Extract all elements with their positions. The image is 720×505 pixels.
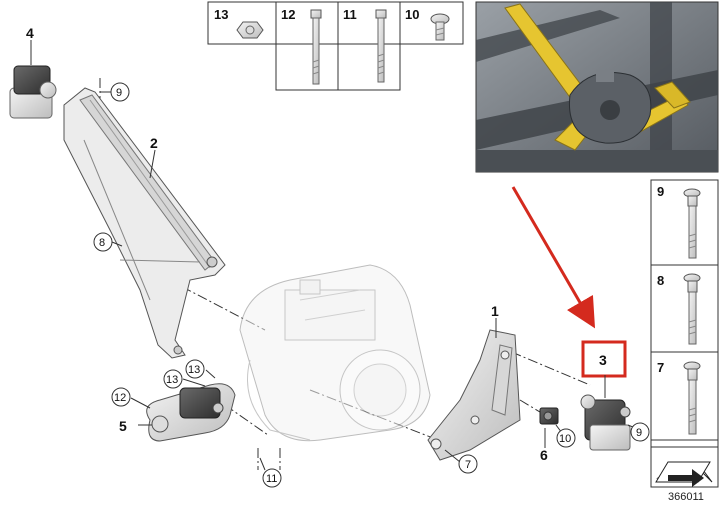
callout-8: 8 xyxy=(93,232,113,252)
side-label-9: 9 xyxy=(657,184,664,199)
callout-9-right: 9 xyxy=(630,422,650,442)
side-label-8: 8 xyxy=(657,273,664,288)
gearbox-mount-part-3 xyxy=(580,394,631,451)
flange-bolt-8-icon xyxy=(683,273,701,345)
header-label-12: 12 xyxy=(281,7,295,22)
header-label-10: 10 xyxy=(405,7,419,22)
location-arrow xyxy=(511,186,596,329)
callout-7-bottom: 7 xyxy=(458,454,478,474)
vehicle-location-inset xyxy=(475,1,719,173)
side-label-7: 7 xyxy=(657,360,664,375)
svg-text:13: 13 xyxy=(188,364,200,376)
header-label-11: 11 xyxy=(343,7,357,22)
short-bolt-icon xyxy=(430,13,450,41)
callout-3: 3 xyxy=(599,352,607,368)
svg-text:7: 7 xyxy=(465,459,471,471)
callout-1: 1 xyxy=(491,303,499,319)
callout-12: 12 xyxy=(111,387,131,407)
svg-text:12: 12 xyxy=(114,392,126,404)
direction-arrow-icon xyxy=(655,461,713,487)
bushing-part-6 xyxy=(539,407,559,425)
callout-2: 2 xyxy=(150,135,158,151)
long-bolt-icon xyxy=(310,9,322,85)
flange-bolt-9-icon xyxy=(683,188,701,259)
part-3-highlight-box xyxy=(581,340,627,378)
callout-10-bottom: 10 xyxy=(556,428,576,448)
svg-text:8: 8 xyxy=(99,237,105,249)
hardware-side-table: 9 8 7 xyxy=(650,179,719,488)
svg-text:9: 9 xyxy=(636,427,642,439)
engine-mount-part-4 xyxy=(9,65,57,119)
callouts: 4 2 1 3 5 6 9 8 12 13 13 11 xyxy=(26,25,650,488)
callout-5: 5 xyxy=(119,418,127,434)
transmission-housing xyxy=(239,264,431,442)
svg-text:9: 9 xyxy=(116,87,122,99)
figure-number: 366011 xyxy=(668,491,704,503)
header-label-13: 13 xyxy=(214,7,228,22)
svg-text:13: 13 xyxy=(166,374,178,386)
hardware-header-table: 13 12 11 10 xyxy=(207,1,464,91)
callout-6: 6 xyxy=(540,447,548,463)
rear-mount-part-5 xyxy=(146,383,236,442)
svg-text:10: 10 xyxy=(559,433,571,445)
callout-4: 4 xyxy=(26,25,34,41)
hex-nut-icon xyxy=(236,21,264,39)
support-frame-part-2 xyxy=(63,87,226,359)
callout-11-bottom: 11 xyxy=(262,468,282,488)
svg-text:11: 11 xyxy=(266,473,277,485)
callout-9-top: 9 xyxy=(110,82,130,102)
bracket-part-1 xyxy=(427,329,521,461)
callout-13-lower: 13 xyxy=(163,369,183,389)
flange-bolt-7-icon xyxy=(683,361,701,435)
torx-bolt-icon xyxy=(375,9,387,83)
callout-13-upper: 13 xyxy=(185,359,205,379)
